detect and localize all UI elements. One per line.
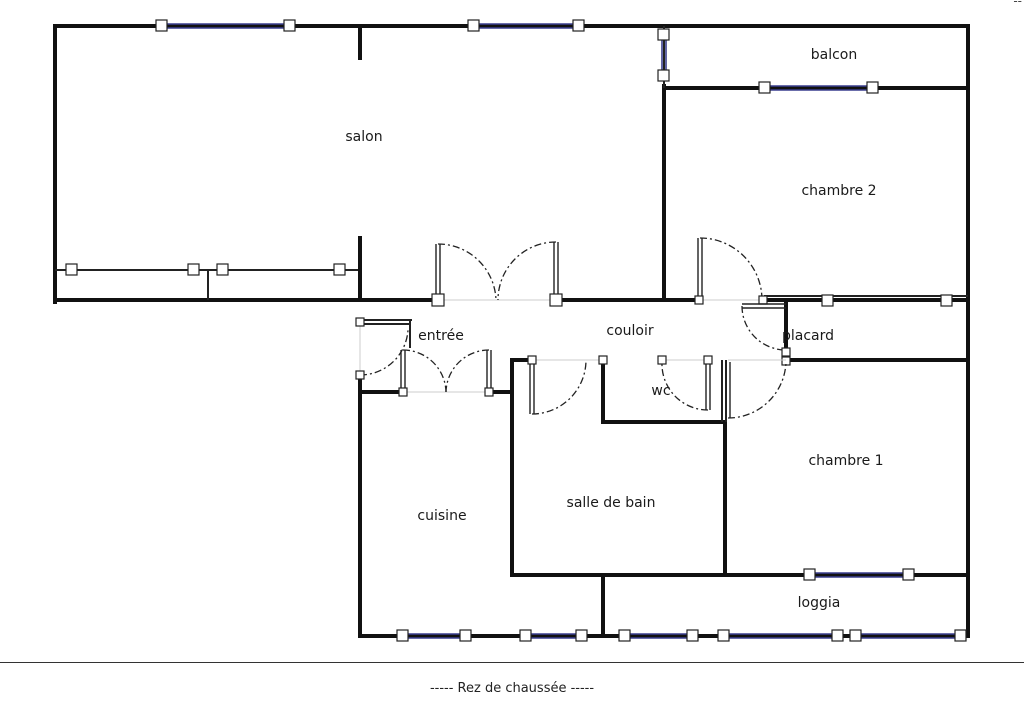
room-label-placard: placard (782, 328, 834, 344)
doors (355, 237, 791, 419)
footer-divider (0, 662, 1024, 663)
floor-caption: ----- Rez de chaussée ----- (429, 681, 595, 696)
window-marker (657, 28, 670, 41)
window-balcon-bottom (765, 85, 873, 91)
door-swing-arc (445, 349, 490, 393)
window-marker (216, 263, 229, 276)
door-leaf (435, 244, 441, 300)
window-marker (396, 629, 409, 642)
door-hinge (431, 293, 445, 307)
window-marker (519, 629, 532, 642)
window-balcon-left (661, 34, 667, 76)
windows (65, 19, 967, 642)
door-hinge (703, 355, 713, 365)
door-hinge (484, 387, 494, 397)
door-swing-arc (497, 241, 557, 301)
window-marker (333, 263, 346, 276)
walls (53, 24, 970, 638)
window-marker (467, 19, 480, 32)
window-chambre1-loggia (810, 572, 909, 578)
door-swing-arc (727, 361, 787, 419)
door-swing-arc (699, 237, 763, 301)
room-label-couloir: couloir (606, 323, 653, 339)
room-label-balcon: balcon (811, 47, 858, 63)
window-sdb-bottom (526, 633, 582, 639)
window-loggia-bottom-1 (625, 633, 693, 639)
window-marker (618, 629, 631, 642)
door-hinge (657, 355, 667, 365)
window-marker (686, 629, 699, 642)
window-marker (283, 19, 296, 32)
door-hinge (598, 355, 608, 365)
door-swing-arc (402, 349, 447, 393)
window-marker (803, 568, 816, 581)
window-marker (65, 263, 78, 276)
door-leaf (697, 238, 703, 300)
window-loggia-bottom-3 (855, 633, 960, 639)
door-leaf (553, 242, 559, 300)
room-label-chambre-2: chambre 2 (801, 183, 876, 199)
room-label-wc: wc (651, 383, 670, 399)
room-label-entree: entrée (418, 328, 464, 344)
room-label-salon: salon (345, 129, 382, 145)
window-marker (940, 294, 953, 307)
door-swing-arc (741, 305, 787, 351)
window-marker (831, 629, 844, 642)
door-swing-arc (531, 359, 587, 415)
door-swing-arc (359, 329, 409, 376)
window-salon-top-1 (162, 23, 290, 29)
room-label-salle-de-bain: salle de bain (567, 495, 656, 511)
door-hinge (355, 317, 365, 327)
window-marker (575, 629, 588, 642)
door-leaf (400, 350, 406, 392)
window-cuisine-bottom (403, 633, 466, 639)
corner-mark: -- (1013, 0, 1022, 8)
room-label-chambre-1: chambre 1 (808, 453, 883, 469)
door-swing-arc (437, 243, 497, 301)
door-leaf (725, 362, 731, 418)
room-label-cuisine: cuisine (417, 508, 466, 524)
window-marker (187, 263, 200, 276)
door-hinge (781, 356, 791, 366)
door-hinge (549, 293, 563, 307)
door-leaf (529, 362, 535, 414)
door-hinge (694, 295, 704, 305)
door-swing-arc (661, 361, 709, 411)
room-label-loggia: loggia (798, 595, 841, 611)
window-marker (902, 568, 915, 581)
window-marker (155, 19, 168, 32)
window-marker (572, 19, 585, 32)
door-leaf (742, 303, 786, 309)
door-hinge (781, 347, 791, 357)
room-labels: balcon salon chambre 2 entrée couloir pl… (345, 47, 883, 611)
door-leaf (705, 362, 711, 410)
door-hinge (758, 295, 768, 305)
window-marker (717, 629, 730, 642)
window-salon-top-2 (474, 23, 579, 29)
door-hinge (398, 387, 408, 397)
window-marker (758, 81, 771, 94)
window-marker (849, 629, 862, 642)
window-marker (657, 69, 670, 82)
door-leaf (486, 350, 492, 392)
door-hinge (527, 355, 537, 365)
window-marker (459, 629, 472, 642)
window-marker (821, 294, 834, 307)
window-marker (954, 629, 967, 642)
window-loggia-bottom-2 (724, 633, 838, 639)
door-hinge (355, 370, 365, 380)
window-marker (866, 81, 879, 94)
